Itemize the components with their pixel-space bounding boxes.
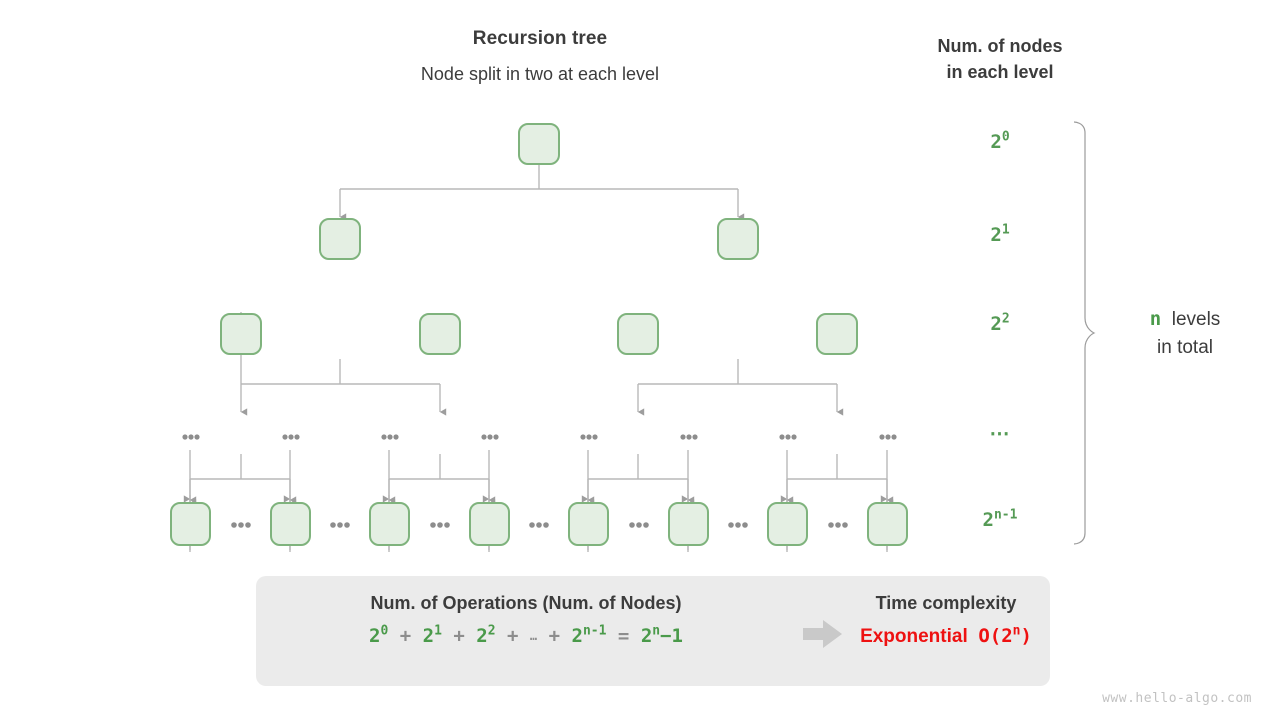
result-exponent: n bbox=[652, 623, 661, 639]
tree-level-ellipses bbox=[182, 434, 897, 440]
total-levels-label: n levels in total bbox=[1105, 305, 1265, 362]
level-count-exponent: 0 bbox=[1001, 129, 1010, 145]
term-1-exponent: 1 bbox=[434, 623, 442, 639]
big-o-exponent: n bbox=[1012, 623, 1021, 639]
tree-node bbox=[369, 502, 410, 546]
in-total-word: in total bbox=[1157, 337, 1213, 358]
tree-node bbox=[419, 313, 461, 355]
ellipsis-dots bbox=[430, 522, 450, 528]
node-count-title-line1: Num. of nodes bbox=[937, 36, 1063, 56]
formula-ellipsis: … bbox=[529, 629, 538, 643]
tree-node bbox=[319, 218, 361, 260]
plus-sign-3: + bbox=[507, 625, 519, 647]
plus-sign-4: + bbox=[548, 625, 561, 647]
recursion-tree-diagram bbox=[170, 123, 908, 552]
term-2: 2 bbox=[476, 625, 488, 647]
tree-node bbox=[270, 502, 311, 546]
equals-sign: = bbox=[617, 625, 630, 647]
ellipsis-dots bbox=[680, 434, 698, 440]
ellipsis-dots bbox=[828, 522, 848, 528]
tree-node bbox=[816, 313, 858, 355]
term-last-exponent: n-1 bbox=[582, 623, 607, 639]
term-1: 2 bbox=[422, 625, 435, 647]
level-count-ellipsis: ⋯ bbox=[989, 423, 1011, 445]
level-count-exponent: 2 bbox=[1001, 311, 1010, 327]
ellipsis-dots bbox=[779, 434, 797, 440]
tree-node bbox=[220, 313, 262, 355]
result-base: 2 bbox=[640, 625, 653, 647]
leaf-edges bbox=[189, 450, 894, 504]
level-count-base: 2 bbox=[990, 131, 1002, 153]
complexity-title: Time complexity bbox=[875, 593, 1017, 613]
summary-panel: Num. of Operations (Num. of Nodes) 20 + … bbox=[256, 576, 1050, 686]
ellipsis-dots bbox=[481, 434, 499, 440]
plus-sign-1: + bbox=[399, 625, 412, 647]
node-count-column-title: Num. of nodes in each level bbox=[880, 33, 1120, 85]
tree-node bbox=[469, 502, 510, 546]
operations-title: Num. of Operations (Num. of Nodes) bbox=[370, 593, 682, 613]
ellipsis-dots bbox=[381, 434, 399, 440]
level-count-exponent: n-1 bbox=[993, 507, 1018, 523]
page-subtitle: Node split in two at each level bbox=[420, 64, 660, 84]
page-title: Recursion tree bbox=[472, 28, 608, 49]
ellipsis-dots bbox=[330, 522, 350, 528]
node-count-title-line2: in each level bbox=[946, 62, 1054, 82]
big-o-close: ) bbox=[1020, 625, 1032, 647]
complexity-block: Time complexity Exponential O(2n) bbox=[856, 593, 1036, 648]
leaf-row-ellipses bbox=[231, 522, 848, 528]
level-count-exponent: 1 bbox=[1001, 222, 1010, 238]
watermark: www.hello-algo.com bbox=[1102, 691, 1252, 706]
ellipsis-dots bbox=[629, 522, 649, 528]
level-count-base: 2 bbox=[990, 224, 1002, 246]
level-count-0: 20 bbox=[940, 131, 1060, 153]
level-count-1: 21 bbox=[940, 224, 1060, 246]
big-o-open: O(2 bbox=[978, 625, 1013, 647]
tree-node bbox=[668, 502, 709, 546]
tree-nodes bbox=[170, 123, 908, 546]
level-count-2: 22 bbox=[940, 313, 1060, 335]
tree-node bbox=[617, 313, 659, 355]
ellipsis-dots bbox=[879, 434, 897, 440]
levels-word: levels bbox=[1171, 309, 1221, 330]
complexity-value: Exponential O(2n) bbox=[856, 625, 1036, 648]
tree-edges bbox=[183, 164, 894, 552]
tree-node bbox=[867, 502, 908, 546]
tree-node bbox=[170, 502, 211, 546]
complexity-name: Exponential bbox=[860, 626, 968, 647]
ellipsis-dots bbox=[182, 434, 200, 440]
operations-formula: 20 + 21 + 22 + … + 2n-1 = 2n−1 bbox=[276, 625, 776, 647]
tree-node bbox=[568, 502, 609, 546]
level-count-base: 2 bbox=[982, 509, 994, 531]
ellipsis-dots bbox=[529, 522, 549, 528]
ellipsis-dots bbox=[282, 434, 300, 440]
term-0: 2 bbox=[369, 625, 381, 647]
ellipsis-dots bbox=[728, 522, 748, 528]
term-2-exponent: 2 bbox=[487, 623, 496, 639]
level-count-base: 2 bbox=[990, 313, 1002, 335]
tree-node bbox=[518, 123, 560, 165]
term-0-exponent: 0 bbox=[380, 623, 389, 639]
level-count-last: 2n-1 bbox=[940, 509, 1060, 531]
ellipsis-dots bbox=[580, 434, 598, 440]
plus-sign-2: + bbox=[453, 625, 465, 647]
n-symbol: n bbox=[1149, 308, 1162, 330]
ellipsis-dots bbox=[231, 522, 251, 528]
result-tail: −1 bbox=[660, 625, 683, 647]
right-arrow-icon bbox=[803, 620, 842, 648]
tree-node bbox=[767, 502, 808, 546]
levels-brace-icon bbox=[1073, 121, 1096, 545]
operations-block: Num. of Operations (Num. of Nodes) 20 + … bbox=[276, 593, 776, 647]
complexity-spacer bbox=[968, 626, 979, 647]
tree-node bbox=[717, 218, 759, 260]
term-last: 2 bbox=[571, 625, 583, 647]
